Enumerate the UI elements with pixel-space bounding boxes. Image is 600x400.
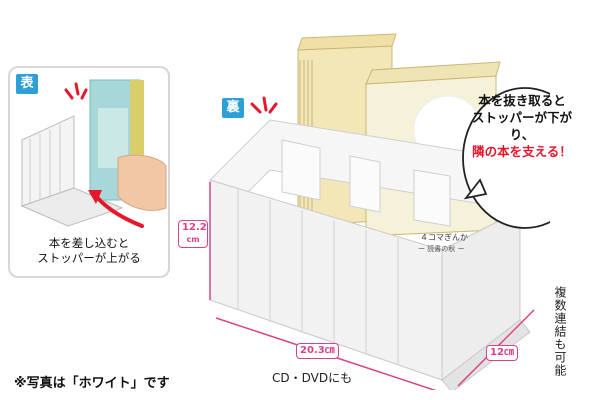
inset-caption-line1: 本を差し込むと — [48, 236, 130, 250]
width-dimension-label: 20.3㎝ — [296, 343, 339, 359]
front-tag: 表 — [16, 74, 38, 94]
cd-dvd-note: CD・DVDにも — [272, 371, 353, 385]
height-dimension-label: 12.2 cm — [178, 220, 208, 248]
bubble-line3: 隣の本を支える！ — [472, 144, 572, 159]
bubble-line1: 本を抜き取ると — [478, 93, 566, 108]
speech-bubble-text: 本を抜き取ると ストッパーが下がり、 隣の本を支える！ — [472, 92, 572, 160]
main-illustration — [209, 33, 550, 390]
inset-caption-line2: ストッパーが上がる — [37, 251, 141, 265]
color-note: ※写真は「ホワイト」です — [14, 376, 170, 391]
height-unit: cm — [186, 235, 200, 244]
book-cover-title: ４コマぎんか — [420, 233, 468, 242]
inset-caption: 本を差し込むと ストッパーが上がる — [14, 236, 164, 266]
attention-mark-icon — [64, 82, 88, 100]
inset-panel: 表 本を差し込むと ストッパーが上がる — [8, 66, 170, 278]
hand-shape — [117, 154, 167, 211]
multi-connect-note: 複数連結も可能 — [553, 286, 567, 377]
attention-mark-icon — [250, 96, 278, 114]
book-cover-subtitle: ー 読書の秋 ー — [418, 245, 465, 253]
insert-arrow-icon — [94, 194, 144, 228]
back-tag: 裏 — [222, 98, 244, 118]
bubble-line2: ストッパーが下がり、 — [472, 110, 573, 142]
height-value: 12.2 — [182, 222, 207, 233]
depth-dimension-label: 12㎝ — [486, 345, 518, 361]
inset-illustration — [20, 79, 167, 228]
